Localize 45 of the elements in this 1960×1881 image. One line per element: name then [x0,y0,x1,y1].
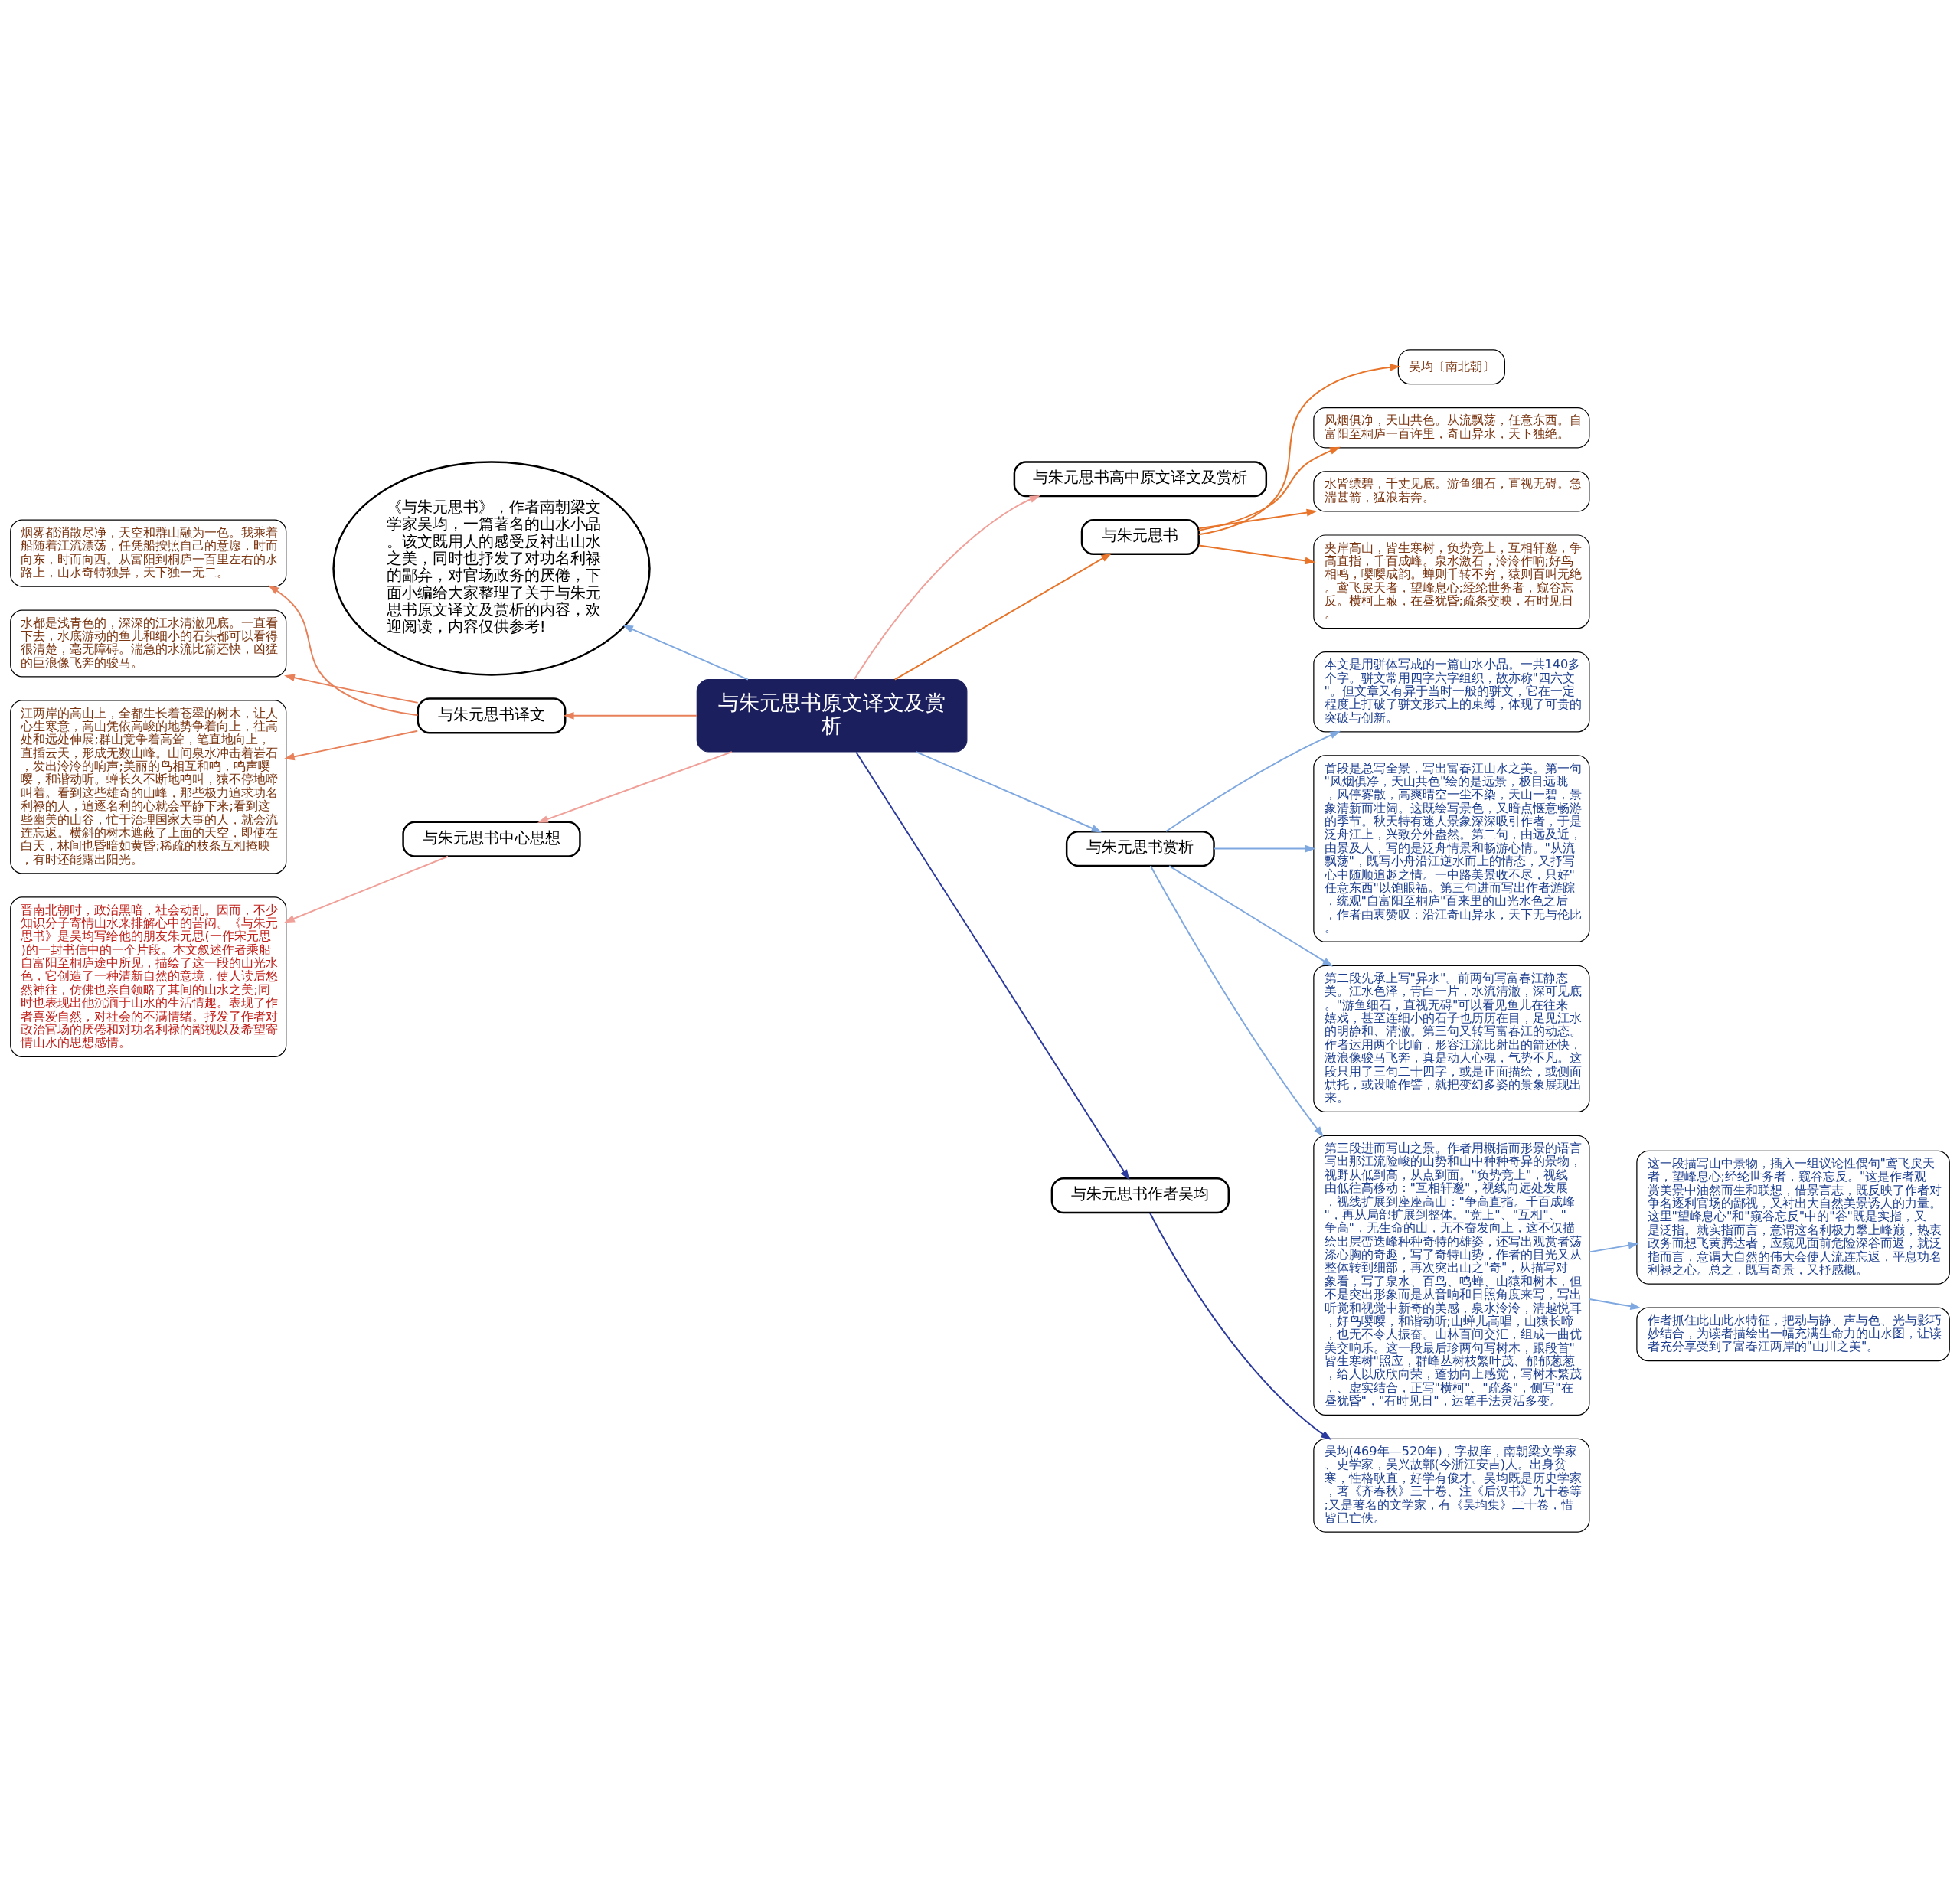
arrow [1168,864,1334,967]
arrow [853,495,1040,680]
arrow [284,674,419,704]
arrow [1165,730,1341,832]
arrow [1198,544,1316,564]
node-box: 与朱元思书高中原文译文及赏析 [1013,460,1268,497]
node-box: 与朱元思书作者吴均 [1050,1177,1230,1213]
node-box: 吴均〔南北朝〕 [1397,348,1505,384]
node-box: 烟雾都消散尽净，天空和群山融为一色。我乘着船随着江流漂荡，任凭船按照自己的意愿，时而向东，时而向西。从富阳到桐庐一百里左右的水路上，山水奇特独异，天下独一无二。 [10,519,287,587]
arrow [268,584,419,716]
node-box: 水皆缥碧，千丈见底。游鱼细石，直视无碍。急湍甚箭，猛浪若奔。 [1313,470,1590,512]
node-box: 夹岸高山，皆生寒树，负势竞上，互相轩邈，争高直指，千百成峰。泉水激石，泠泠作响;好鸟相鸣，嘤嘤成韵。蝉则千转不穷，猿则百叫无绝。鸢飞戾天者，望峰息心;经纶世务者，窥谷忘反。横柯上蔽，在昼犹昏;疏条交映，有时见日。 [1313,534,1590,629]
arrow [1149,864,1324,1137]
node-box: 江两岸的高山上，全都生长着苍翠的树木，让人心生寒意，高山凭依高峻的地势争着向上，往高处和远处伸展;群山竞争着高耸，笔直地向上，直插云天，形成无数山峰。山间泉水冲击着岩石，发出泠泠的响声;美丽的鸟相互和鸣，鸣声嘤嘤，和谐动听。蝉长久不断地鸣叫，猿不停地啼叫着。看到这些雄奇的山峰，那些极力追求功名利禄的人，追逐名利的心就会平静下来;看到这些幽美的山谷，忙于治理国家大事的人，就会流连忘返。横斜的树木遮蔽了上面的天空，即使在白天，林间也昏暗如黄昏;稀疏的枝条互相掩映，有时还能露出阳光。 [10,699,287,874]
arrow [915,750,1102,832]
arrow [1197,446,1341,531]
node-box: 晋南北朝时，政治黑暗，社会动乱。因而，不少知识分子寄情山水来排解心中的苦闷。《与朱元思书》是吴均写给他的朋友朱元思(一作宋元思)的一封书信中的一个片段。本文叙述作者乘船自富阳至桐庐途中所见，描绘了这一段的山光水色，它创造了一种清新自然的意境，使人读后悠然神往，仿佛也亲自领略了其间的山水之美;同时也表现出他沉湎于山水的生活情趣。表现了作者喜爱自然，对社会的不满情绪。抒发了作者对政治官场的厌倦和对功名利禄的鄙视以及希望寄情山水的思想感情。 [10,896,287,1057]
arrow [622,624,749,681]
node-box: 与朱元思书 [1080,518,1200,555]
arrow [537,750,733,823]
arrow [1589,1298,1642,1310]
node-box: 这一段描写山中景物，插入一组议论性偶句"鸢飞戾天者，望峰息心;经纶世务者，窥谷忘反。"这是作者观赏美景中油然而生和联想，借景言志，既反映了作者对争名逐利官场的鄙视，又衬出大自然美景诱人的力量。这里"望峰息心"和"窥谷忘反"中的"谷"既是实指，又是泛指。就实指而言，意谓这名利极力攀上峰巅，热衷政务而想飞黄腾达者，应窥见面前危险深谷而返，就泛指而言，意谓大自然的伟大会使人流连忘返，平息功名利禄之心。总之，既写奇景，又抒感概。 [1636,1150,1950,1285]
arrow [1197,363,1401,535]
arrow [563,711,697,720]
arrow [1213,844,1316,852]
arrow [283,730,419,760]
node-ellipse: 《与朱元思书》，作者南朝梁文学家吴均，一篇著名的山水小品。该文既用人的感受反衬出山水之美，同时也抒发了对功名利禄的鄙弃，对官场政务的厌倦，下面小编给大家整理了关于与朱元思书原文译文及赏析的内容，欢迎阅读，内容仅供参考! [332,460,651,676]
node-box: 首段是总写全景，写出富春江山水之美。第一句"风烟俱净，天山共色"绘的是远景，极目远眺，风停雾散，高爽晴空一尘不染，天山一碧，景象清新而壮阔。这既绘写景色，又暗点惬意畅游的季节。秋天特有迷人景象深深吸引作者，于是泛舟江上，兴致分外盎然。第二句，由远及近，由景及人，写的是泛舟情景和畅游心情。"从流飘荡"，既写小舟沿江逆水而上的情态，又抒写心中随顺追趣之情。一中路美景收不尽，只好"任意东西"以饱眼福。第三句进而写出作者游踪，统观"自富阳至桐庐"百来里的山光水色之后，作者由衷赞叹：沿江奇山异水，天下无与伦比。 [1313,754,1590,942]
arrow [1148,1211,1332,1440]
arrow [855,750,1130,1181]
node-box: 吴均(469年—520年)，字叔庠，南朝梁文学家、史学家，吴兴故鄣(今浙江安吉)人。出身贫寒，性格耿直，好学有俊才。吴均既是历史学家，著《齐春秋》三十卷、注《后汉书》九十卷等;又是著名的文学家，有《吴均集》二十卷，惜皆已亡佚。 [1313,1438,1590,1533]
node-box: 本文是用骈体写成的一篇山水小品。一共140多个字。骈文常用四字六字组织，故亦称"四六文"。但文章又有异于当时一般的骈文，它在一定程度上打破了骈文形式上的束缚，体现了可贵的突破与创新。 [1313,651,1590,733]
arrow [283,855,449,923]
node-box: 与朱元思书赏析 [1065,830,1215,867]
node-box: 风烟俱净，天山共色。从流飘荡，任意东西。自富阳至桐庐一百许里，奇山异水，天下独绝。 [1313,407,1590,448]
node-box: 与朱元思书译文 [416,697,567,733]
arrow [1589,1241,1639,1252]
node-box: 水都是浅青色的，深深的江水清澈见底。一直看下去，水底游动的鱼儿和细小的石头都可以看得很清楚，毫无障碍。湍急的水流比箭还快，凶猛的巨浪像飞奔的骏马。 [10,609,287,678]
node-box: 与朱元思书中心思想 [402,821,581,857]
node-box: 作者抓住此山此水特征，把动与静、声与色、光与影巧妙结合，为读者描绘出一幅充满生命力的山水图，让读者充分享受到了富春江两岸的"山川之美"。 [1636,1307,1950,1361]
node-box: 与朱元思书原文译文及赏析 [696,678,968,753]
node-box: 第三段进而写山之景。作者用概括而形景的语言写出那江流险峻的山势和山中种种奇异的景物，视野从低到高，从点到面。"负势竞上"，视线由低往高移动："互相轩邈"，视线向远处发展，视线扩展到座座高山："争高直指。千百成峰"，再从局部扩展到整体。"竞上"、"互相"、"争高"，无生命的山，无不奋发向上，这不仅描绘出层峦迭峰种种奇特的雄姿，还写出观赏者荡涤心胸的奇趣，写了奇特山势，作者的目光又从整体转到细部，再次突出山之"奇"，从描写对象看，写了泉水、百鸟、鸣蝉、山猿和树木，但不是突出形象而是从音响和日照角度来写，写出听觉和视觉中新奇的美感，泉水泠泠，清越悦耳，好鸟嘤嘤，和谐动听;山蝉儿高唱，山猿长啼，也无不令人振奋。山林百间交汇，组成一曲优美交响乐。这一段最后珍两句写树木，跟段首"皆生寒树"照应，群峰丛树枝繁叶茂、郁郁葱葱，给人以欣欣向荣，蓬勃向上感觉，写树木繁茂，、虚实结合，正写"横柯"、"疏条"，侧写"在昼犹昏"，"有时见日"，运笔手法灵活多变。 [1313,1135,1590,1416]
arrow [893,552,1112,681]
arrow [1198,508,1318,529]
node-box: 第二段先承上写"异水"。前两句写富春江静态美。江水色泽，青白一片，水流清澈，深可见底。"游鱼细石，直视无碍"可以看见鱼儿在往来嬉戏，甚至连细小的石子也历历在目，足见江水的明静和、清澈。第三句又转写富春江的动态。作者运用两个比喻，形容江流比射出的箭还快，激浪像骏马飞奔，真是动人心魂，气势不凡。这段只用了三句二十四字，或是正面描绘，或侧面烘托，或设喻作譬，就把变幻多姿的景象展现出来。 [1313,965,1590,1112]
